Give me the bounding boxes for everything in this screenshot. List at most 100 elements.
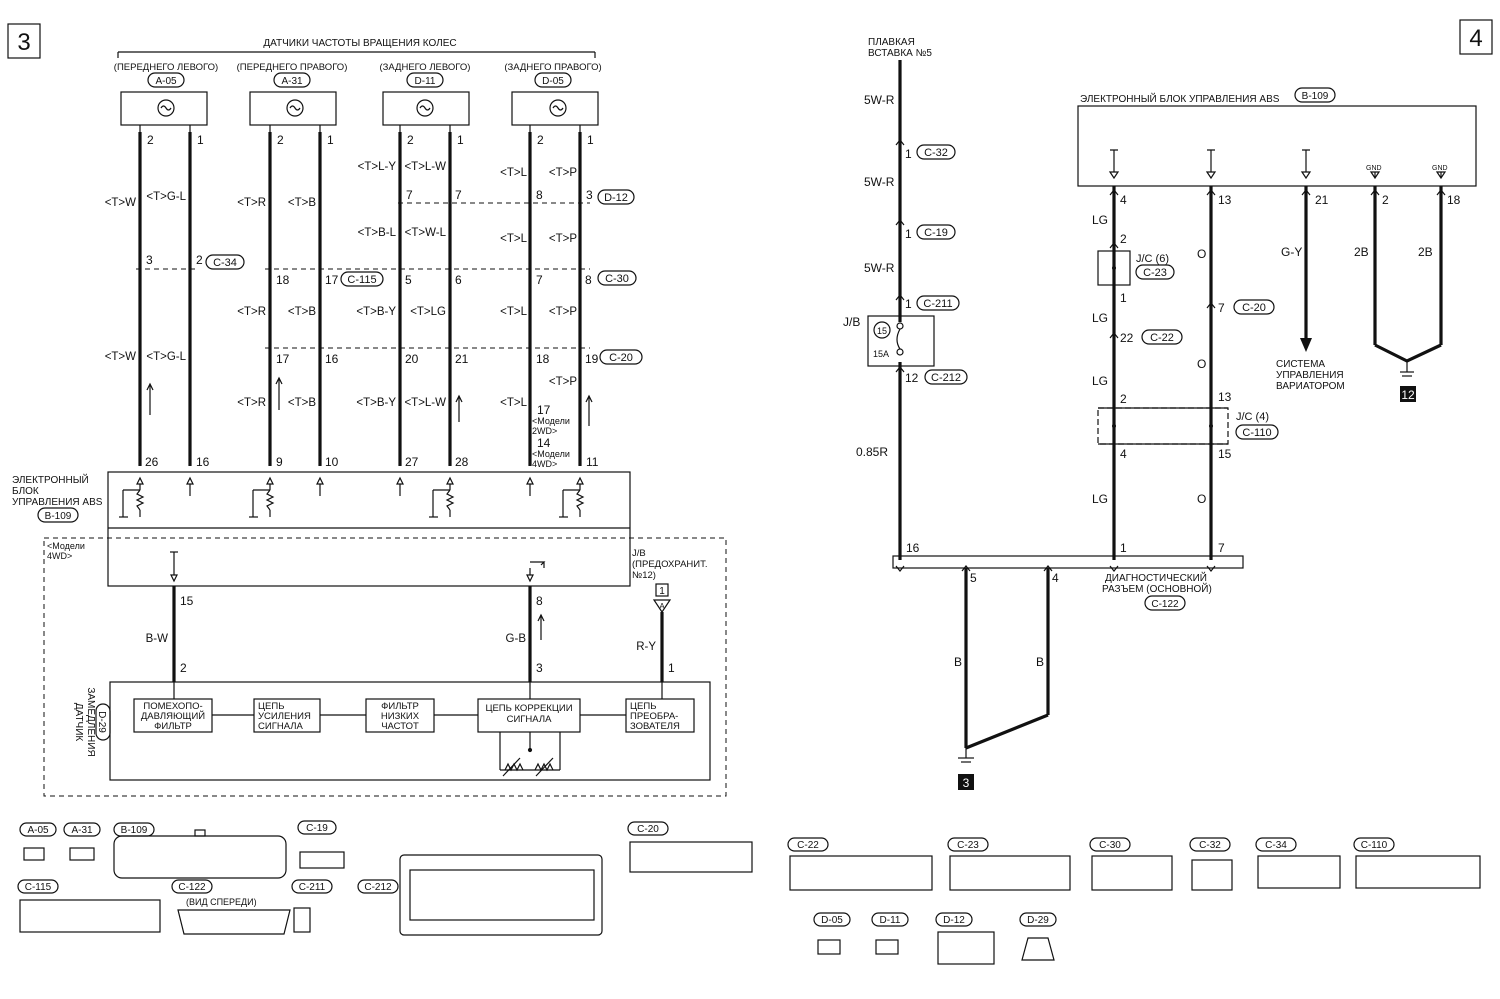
svg-text:C-22: C-22: [797, 840, 819, 851]
svg-text:2: 2: [277, 133, 284, 147]
svg-text:C-110: C-110: [1242, 427, 1271, 439]
svg-text:<T>R: <T>R: [237, 197, 266, 209]
svg-text:C-20: C-20: [1242, 302, 1266, 314]
svg-text:<T>B-Y: <T>B-Y: [356, 397, 396, 409]
callout-c211: C-211: [916, 295, 960, 311]
svg-text:2: 2: [537, 133, 544, 147]
wire-colors-left: <T>L-Y <T>L-W <T>L <T>P <T>W <T>G-L <T>R…: [105, 161, 578, 409]
sensor-box-fl: [120, 91, 208, 132]
svg-text:<T>L-Y: <T>L-Y: [358, 161, 397, 173]
svg-text:D-11: D-11: [415, 76, 436, 87]
svg-text:B: B: [1036, 655, 1044, 669]
svg-text:ЧАСТОТ: ЧАСТОТ: [381, 721, 419, 732]
svg-text:УСИЛЕНИЯ: УСИЛЕНИЯ: [258, 711, 311, 722]
svg-text:<T>R: <T>R: [237, 397, 266, 409]
connector-callouts-left: D-12 C-34 C-115 C-30 C-20: [205, 189, 643, 365]
model-notes: 17 <Модели 2WD> 14 <Модели 4WD>: [532, 403, 570, 469]
svg-text:<T>L: <T>L: [500, 167, 527, 179]
svg-text:№12): №12): [632, 570, 656, 581]
svg-text:ЗОВАТЕЛЯ: ЗОВАТЕЛЯ: [630, 721, 680, 732]
conn-d29: D-29: [1019, 912, 1057, 961]
svg-text:A-05: A-05: [27, 825, 49, 836]
svg-text:C-20: C-20: [609, 352, 633, 364]
callout-c20-right: C-20: [1233, 299, 1275, 315]
svg-text:1: 1: [905, 227, 912, 241]
svg-text:7: 7: [1218, 541, 1225, 555]
jc6: 2 1 J/C (6) C-23 22 C-22 7 C-20: [1097, 232, 1275, 345]
connector-break-lines: [136, 202, 590, 349]
connector-views: A-05 A-31 B-109 C-19 C-115 C-122(ВИД СПЕ…: [17, 820, 1481, 965]
svg-text:ЦЕПЬ: ЦЕПЬ: [630, 701, 656, 712]
svg-text:16: 16: [196, 455, 210, 469]
svg-text:<T>B-Y: <T>B-Y: [356, 306, 396, 318]
svg-text:2: 2: [1120, 232, 1127, 246]
svg-text:ЗАМЕДЛЕНИЯ: ЗАМЕДЛЕНИЯ: [85, 687, 96, 756]
sensor-header: ДАТЧИКИ ЧАСТОТЫ ВРАЩЕНИЯ КОЛЕС: [117, 38, 596, 58]
decel-sensor-wires: A 15 8 2 3 1 B-W G-B R-Y: [146, 586, 675, 682]
svg-text:1: 1: [659, 586, 665, 597]
svg-text:17: 17: [276, 352, 290, 366]
conn-c212: C-212: [357, 854, 603, 936]
conn-c115: C-115: [17, 879, 161, 933]
svg-text:7: 7: [536, 273, 543, 287]
conn-a05: A-05: [19, 822, 57, 861]
page-marker-4: 4: [1459, 19, 1493, 55]
svg-text:10: 10: [325, 455, 339, 469]
svg-text:1: 1: [1120, 541, 1127, 555]
conn-c30: C-30: [1089, 837, 1173, 891]
svg-text:15: 15: [1218, 447, 1232, 461]
svg-text:22: 22: [1120, 331, 1134, 345]
svg-text:J/C (4): J/C (4): [1236, 411, 1269, 423]
svg-text:C-20: C-20: [637, 824, 659, 835]
svg-text:ВСТАВКА №5: ВСТАВКА №5: [868, 48, 932, 59]
svg-text:4: 4: [1052, 571, 1059, 585]
conn-c23: C-23: [947, 837, 1071, 891]
sensor-label-fl: (ПЕРЕДНЕГО ЛЕВОГО): [114, 62, 218, 73]
conn-a31: A-31: [63, 822, 101, 861]
svg-text:9: 9: [276, 455, 283, 469]
svg-text:<T>B: <T>B: [288, 306, 316, 318]
svg-text:1: 1: [587, 133, 594, 147]
svg-text:НИЗКИХ: НИЗКИХ: [381, 711, 420, 722]
sensor-box-rr: [511, 91, 599, 132]
svg-text:D-11: D-11: [880, 915, 901, 926]
jb-fuse-15: J/B 15 15A: [843, 315, 935, 367]
svg-text:<T>L: <T>L: [500, 397, 527, 409]
svg-text:<T>B: <T>B: [288, 197, 316, 209]
svg-text:12: 12: [905, 371, 919, 385]
svg-text:ДИАГНОСТИЧЕСКИЙ: ДИАГНОСТИЧЕСКИЙ: [1105, 571, 1207, 584]
svg-text:1: 1: [905, 297, 912, 311]
svg-text:A-31: A-31: [281, 76, 303, 87]
svg-text:C-32: C-32: [1199, 840, 1221, 851]
svg-text:14: 14: [537, 436, 551, 450]
svg-text:УПРАВЛЕНИЯ: УПРАВЛЕНИЯ: [1276, 370, 1344, 381]
svg-text:<T>L-W: <T>L-W: [404, 397, 446, 409]
svg-text:B-109: B-109: [121, 825, 148, 836]
callout-c22: C-22: [1141, 329, 1183, 345]
page-marker-3: 3: [7, 23, 41, 59]
svg-text:2: 2: [180, 661, 187, 675]
conn-c122: C-122(ВИД СПЕРЕДИ): [171, 879, 291, 935]
conn-b109: B-109: [113, 822, 287, 879]
svg-text:3: 3: [536, 661, 543, 675]
svg-text:ПЛАВКАЯ: ПЛАВКАЯ: [868, 37, 915, 48]
svg-text:O: O: [1197, 247, 1206, 261]
svg-text:GND: GND: [1432, 165, 1448, 172]
svg-text:8: 8: [585, 273, 592, 287]
svg-text:7: 7: [455, 188, 462, 202]
svg-text:18: 18: [1447, 193, 1461, 207]
svg-text:ПРЕОБРА-: ПРЕОБРА-: [630, 711, 678, 722]
svg-text:5: 5: [970, 571, 977, 585]
conn-c34: C-34: [1255, 837, 1341, 889]
sensor-code-a05: A-05: [147, 72, 185, 88]
svg-text:4: 4: [1120, 447, 1127, 461]
svg-text:ДАТЧИК: ДАТЧИК: [73, 703, 84, 742]
svg-text:<T>L: <T>L: [500, 306, 527, 318]
svg-text:2B: 2B: [1418, 245, 1433, 259]
svg-text:ДАТЧИКИ ЧАСТОТЫ ВРАЩЕНИЯ КОЛЕС: ДАТЧИКИ ЧАСТОТЫ ВРАЩЕНИЯ КОЛЕС: [263, 38, 456, 49]
callout-c212: C-212: [924, 369, 968, 385]
svg-text:4: 4: [1120, 193, 1127, 207]
svg-text:ПОМЕХОПО-: ПОМЕХОПО-: [143, 701, 202, 712]
svg-text:B-109: B-109: [45, 511, 72, 522]
fusible-link-5: ПЛАВКАЯ ВСТАВКА №5 5W-R 5W-R 5W-R 0.85R …: [856, 37, 968, 560]
